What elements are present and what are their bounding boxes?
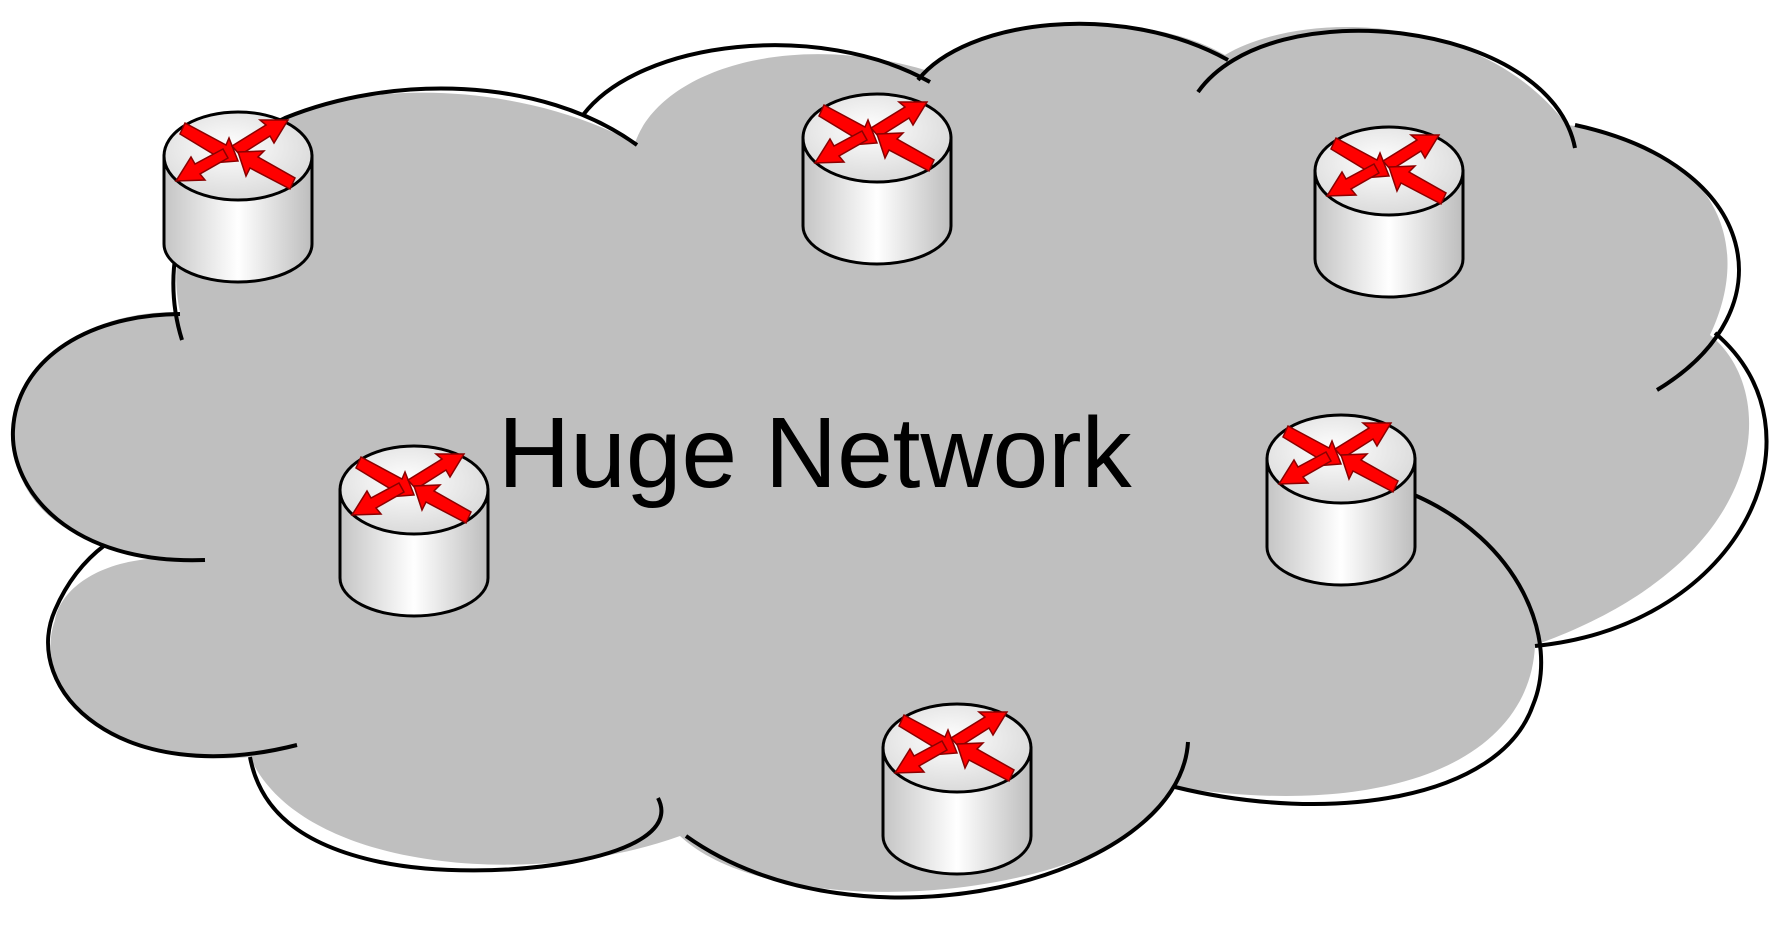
router-icon [338, 444, 490, 618]
router-icon [1313, 125, 1465, 299]
cloud-edge [1534, 331, 1769, 648]
router-icon [162, 110, 314, 284]
router-icon [881, 702, 1033, 876]
cloud-edge [581, 43, 931, 117]
cloud-edge [916, 21, 1229, 82]
cloud-edge [1174, 492, 1544, 806]
router-icon [801, 92, 953, 266]
cloud-edge [248, 756, 664, 873]
cloud-edge [1574, 123, 1741, 392]
router-icon [1265, 413, 1417, 587]
diagram-title: Huge Network [498, 397, 1133, 509]
cloud-edge [10, 312, 206, 563]
cloud-edge [684, 741, 1190, 900]
cloud-edge [46, 543, 298, 759]
cloud-edge [1196, 28, 1577, 149]
